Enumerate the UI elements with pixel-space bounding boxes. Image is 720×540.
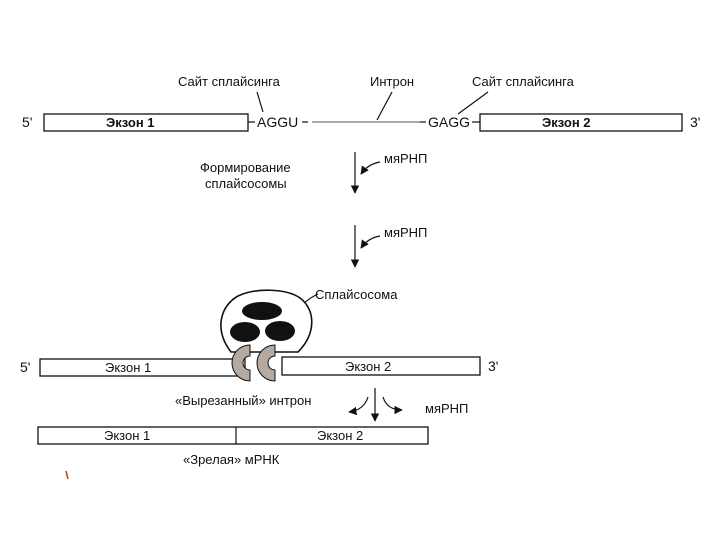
spliceosome-body xyxy=(220,289,313,353)
right-splice-sequence: GAGG xyxy=(428,114,470,130)
spliceosome-exon-2-label: Экзон 2 xyxy=(345,359,391,374)
spliceosome-exon-2-box xyxy=(281,356,481,376)
five-prime-label: 5' xyxy=(22,114,32,130)
left-site-pointer xyxy=(256,91,264,113)
exon-2-box xyxy=(479,113,683,132)
step-second: мяРНП xyxy=(350,225,427,268)
snrnp-c-right xyxy=(256,344,276,382)
formation-line-1: Формирование xyxy=(200,160,291,175)
snrnp-label-2: мяРНП xyxy=(384,225,427,240)
mature-exon-2-label: Экзон 2 xyxy=(317,428,363,443)
left-splice-site-label: Сайт сплайсинга xyxy=(178,74,281,89)
stray-mark xyxy=(65,470,69,480)
step-formation: Формирование сплайсосомы мяРНП xyxy=(200,151,427,194)
snrnp-in-arrow-1 xyxy=(360,161,381,175)
pre-mrna: 5' Экзон 1 AGGU GAGG Экзон 2 3' Сайт спл… xyxy=(22,74,700,132)
exon-1-label: Экзон 1 xyxy=(106,115,155,130)
spliceosome-complex: Сплайсосома 5' Экзон 1 Экзон 2 3' xyxy=(20,287,498,382)
snrnp-blob-top xyxy=(242,302,282,320)
snrnp-label-3: мяРНП xyxy=(425,401,468,416)
mature-mrna-box xyxy=(37,426,429,445)
snrnp-blob-left xyxy=(230,322,260,342)
three-prime-label: 3' xyxy=(690,114,700,130)
three-prime-label-2: 3' xyxy=(488,358,498,374)
spliceosome-label: Сплайсосома xyxy=(315,287,398,302)
exon-2-label: Экзон 2 xyxy=(542,115,591,130)
snrnp-c-left xyxy=(231,344,251,382)
release-step: «Вырезанный» интрон мяРНП xyxy=(175,388,468,422)
intron-label: Интрон xyxy=(370,74,414,89)
snrnp-out-arrow xyxy=(382,396,403,415)
right-splice-site-label: Сайт сплайсинга xyxy=(472,74,575,89)
formation-line-2: сплайсосомы xyxy=(205,176,287,191)
five-prime-label-2: 5' xyxy=(20,359,30,375)
right-site-pointer xyxy=(457,91,489,115)
snrnp-blob-right xyxy=(265,321,295,341)
mature-exon-1-label: Экзон 1 xyxy=(104,428,150,443)
mature-mrna-label: «Зрелая» мРНК xyxy=(183,452,280,467)
mature-mrna: Экзон 1 Экзон 2 «Зрелая» мРНК xyxy=(37,426,429,467)
spliceosome-exon-1-label: Экзон 1 xyxy=(105,360,151,375)
left-splice-sequence: AGGU xyxy=(257,114,298,130)
intron-out-arrow xyxy=(348,396,369,416)
snrnp-label-1: мяРНП xyxy=(384,151,427,166)
snrnp-in-arrow-2 xyxy=(360,235,381,249)
intron-pointer xyxy=(376,91,393,121)
excised-intron-label: «Вырезанный» интрон xyxy=(175,393,311,408)
